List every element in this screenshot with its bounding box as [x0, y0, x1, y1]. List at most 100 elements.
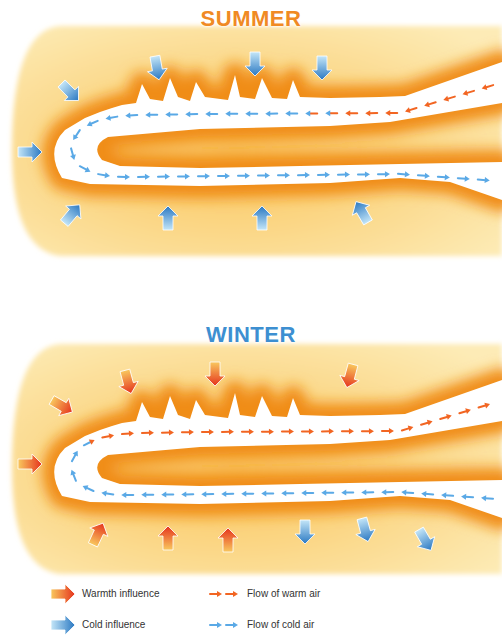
rock-mass — [12, 344, 502, 574]
air-flow-dash — [75, 130, 79, 137]
air-flow-head — [485, 177, 490, 183]
air-flow-head — [408, 426, 414, 432]
air-flow-dash — [309, 112, 317, 114]
air-flow-head — [484, 403, 490, 409]
cold-arrow — [57, 198, 88, 229]
air-flow-head — [345, 110, 350, 116]
air-flow-head — [233, 591, 238, 597]
warmth-arrow — [18, 454, 42, 474]
warmth-arrow — [218, 528, 238, 552]
flow-guide — [72, 402, 497, 499]
air-flow-dash — [182, 431, 190, 433]
air-flow-head — [421, 491, 426, 497]
air-flow-head — [405, 107, 411, 113]
air-flow-dash — [358, 173, 366, 175]
air-flow-head — [161, 492, 166, 498]
air-flow-head — [101, 490, 106, 496]
air-flow-head — [85, 167, 91, 172]
air-flow-dash — [385, 491, 393, 493]
air-flow-dash — [205, 493, 213, 495]
air-flow-dash — [178, 175, 186, 177]
warmth-arrow — [205, 362, 225, 386]
air-flow-dash — [262, 431, 270, 433]
air-flow-dash — [238, 175, 246, 177]
rock-glow — [54, 62, 502, 200]
air-flow-head — [189, 429, 194, 435]
air-flow-dash — [218, 175, 226, 177]
air-flow-dash — [365, 491, 373, 493]
air-flow-dash — [189, 113, 197, 115]
air-flow-dash — [86, 488, 93, 491]
season-title: WINTER — [0, 322, 502, 348]
air-flow-dash — [298, 174, 306, 176]
air-flow-head — [445, 174, 450, 180]
air-flow-head — [265, 173, 270, 179]
air-flow-dash — [445, 494, 453, 497]
air-flow-head — [169, 430, 174, 436]
air-flow-dash — [125, 494, 133, 496]
air-flow-head — [405, 171, 410, 177]
air-flow-head — [145, 174, 150, 180]
air-flow-dash — [129, 114, 137, 117]
air-flow-dash — [249, 113, 257, 115]
air-flow-dash — [486, 85, 494, 87]
air-flow-head — [345, 172, 350, 178]
air-flow-head — [381, 489, 386, 495]
air-flow-head — [443, 96, 449, 102]
air-flow-dash — [226, 593, 234, 595]
air-flow-head — [217, 591, 222, 597]
warmth-arrow — [47, 391, 78, 420]
air-flow-dash — [90, 121, 97, 124]
air-flow-dash — [265, 492, 273, 494]
air-flow-head — [463, 90, 469, 96]
air-flow-head — [205, 173, 210, 179]
air-flow-head — [361, 489, 366, 495]
air-flow-dash — [349, 112, 357, 114]
air-flow-head — [165, 111, 170, 117]
air-flow-head — [83, 485, 89, 490]
air-flow-head — [105, 172, 110, 178]
air-flow-dash — [440, 417, 448, 419]
air-flow-dash — [305, 492, 313, 494]
air-flow-head — [121, 492, 126, 498]
air-flow-dash — [210, 624, 218, 626]
cold-arrow — [347, 197, 376, 228]
summer-cave — [12, 26, 502, 256]
air-flow-head — [73, 134, 78, 140]
air-flow-head — [106, 115, 111, 121]
air-flow-dash — [72, 454, 76, 461]
warmth-arrow — [51, 584, 75, 604]
air-flow-head — [325, 110, 330, 116]
warmth-arrow — [337, 362, 363, 390]
air-flow-head — [217, 622, 222, 628]
air-flow-dash — [226, 624, 234, 626]
air-flow-dash — [425, 493, 433, 496]
air-flow-head — [109, 433, 115, 439]
air-flow-head — [125, 174, 130, 180]
air-flow-dash — [402, 428, 410, 430]
air-flow-head — [285, 172, 290, 178]
air-flow-dash — [378, 173, 386, 175]
air-flow-head — [70, 154, 76, 160]
air-flow-head — [424, 101, 430, 107]
air-flow-head — [145, 112, 150, 118]
air-flow-dash — [318, 174, 326, 176]
air-flow-head — [329, 428, 334, 434]
air-flow-dash — [258, 174, 266, 176]
air-flow-head — [249, 429, 254, 435]
air-flow-dash — [485, 497, 493, 500]
legend-samples — [51, 584, 238, 635]
air-flow-head — [281, 490, 286, 496]
rock-glow — [54, 380, 502, 518]
air-flow-dash — [149, 114, 157, 116]
air-flow-head — [265, 111, 270, 117]
air-flow-dash — [466, 91, 474, 93]
air-flow-dash — [285, 492, 293, 494]
warmth-arrow — [158, 526, 178, 550]
air-flow-dash — [322, 430, 330, 432]
air-flow-head — [385, 110, 390, 116]
air-flow-head — [385, 171, 390, 177]
air-flow-dash — [447, 97, 455, 99]
